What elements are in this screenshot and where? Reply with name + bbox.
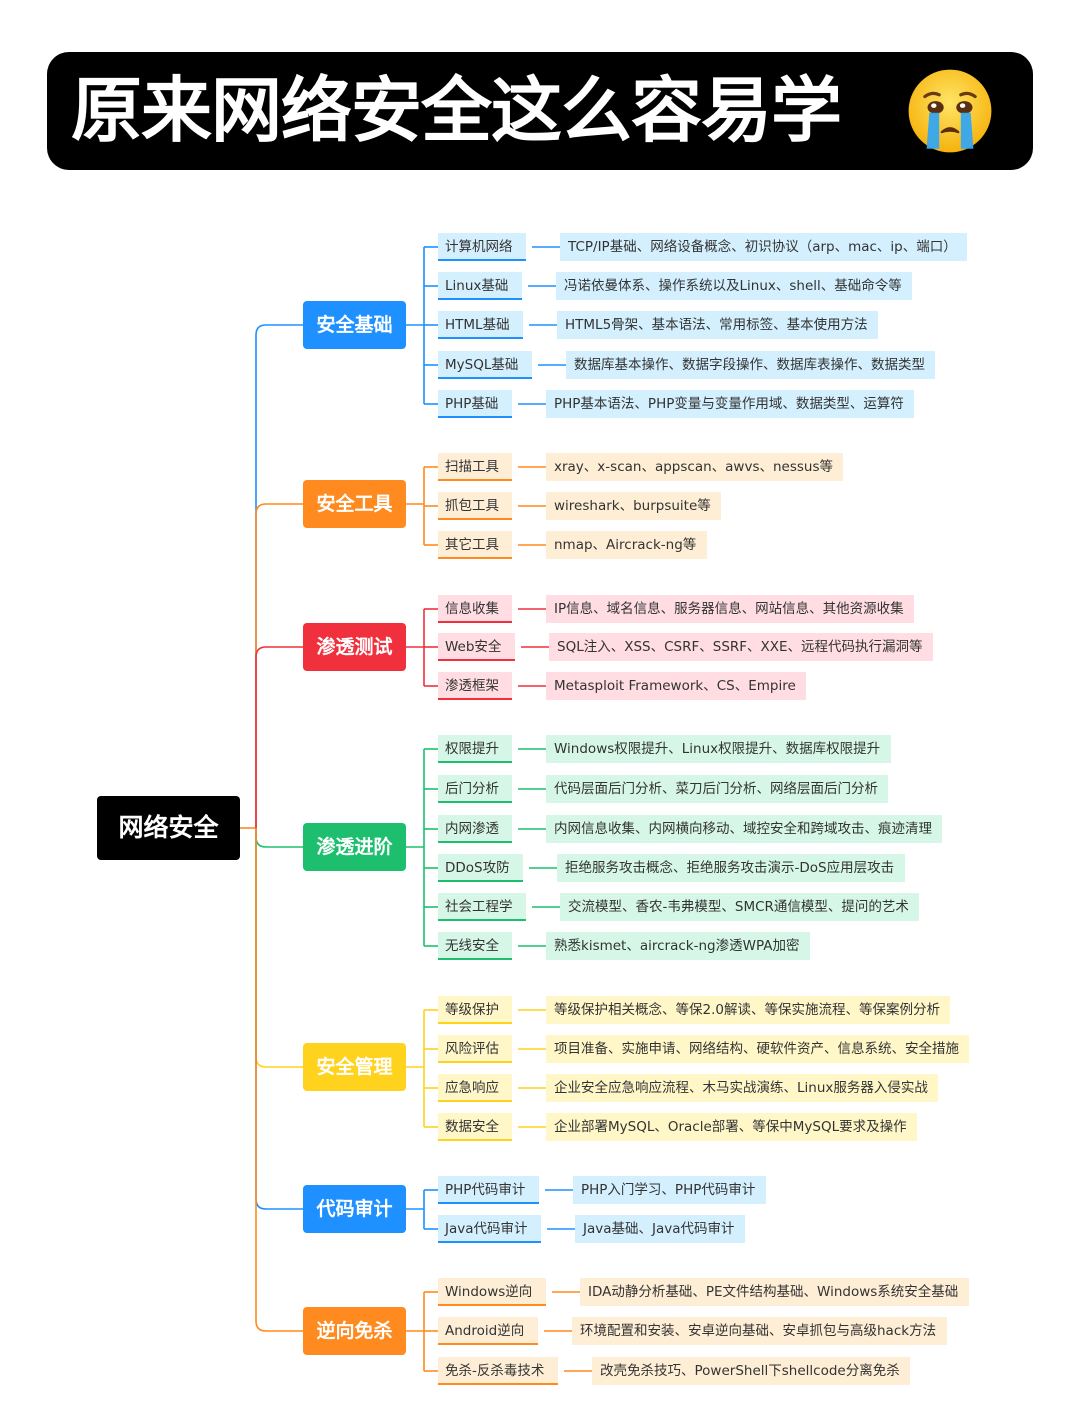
detail-node: TCP/IP基础、网络设备概念、初识协议（arp、mac、ip、端口） — [560, 233, 967, 261]
detail-node: 内网信息收集、内网横向移动、域控安全和跨域攻击、痕迹清理 — [546, 815, 942, 843]
topic-node: 扫描工具 — [438, 453, 512, 481]
topic-node: PHP代码审计 — [438, 1176, 539, 1204]
branch-node: 渗透测试 — [303, 623, 406, 671]
detail-node: 交流模型、香农-韦弗模型、SMCR通信模型、提问的艺术 — [560, 893, 919, 921]
topic-node: 信息收集 — [438, 595, 512, 623]
topic-node: 后门分析 — [438, 775, 512, 803]
detail-node: PHP入门学习、PHP代码审计 — [573, 1176, 766, 1204]
trunk-connector — [255, 503, 303, 828]
branch-node: 逆向免杀 — [303, 1307, 406, 1355]
detail-node: 企业安全应急响应流程、木马实战演练、Linux服务器入侵实战 — [546, 1074, 938, 1102]
detail-node: 数据库基本操作、数据字段操作、数据库表操作、数据类型 — [566, 351, 935, 379]
topic-node: 无线安全 — [438, 932, 512, 960]
detail-node: IP信息、域名信息、服务器信息、网站信息、其他资源收集 — [546, 595, 914, 623]
topic-node: 权限提升 — [438, 735, 512, 763]
topic-node: 等级保护 — [438, 996, 512, 1024]
detail-node: SQL注入、XSS、CSRF、SSRF、XXE、远程代码执行漏洞等 — [549, 633, 933, 661]
detail-node: 冯诺依曼体系、操作系统以及Linux、shell、基础命令等 — [556, 272, 912, 300]
branch-node: 代码审计 — [303, 1185, 406, 1233]
detail-node: 等级保护相关概念、等保2.0解读、等保实施流程、等保案例分析 — [546, 996, 950, 1024]
topic-node: Android逆向 — [438, 1317, 538, 1345]
detail-node: 项目准备、实施申请、网络结构、硬软件资产、信息系统、安全措施 — [546, 1035, 969, 1063]
topic-node: 渗透框架 — [438, 672, 512, 700]
topic-node: 免杀-反杀毒技术 — [438, 1357, 558, 1385]
topic-node: MySQL基础 — [438, 351, 532, 379]
root-node: 网络安全 — [97, 796, 240, 860]
detail-node: IDA动静分析基础、PE文件结构基础、Windows系统安全基础 — [580, 1278, 969, 1306]
topic-node: DDoS攻防 — [438, 854, 523, 882]
crying-face-icon — [908, 69, 992, 153]
topic-node: 应急响应 — [438, 1074, 512, 1102]
detail-node: 代码层面后门分析、菜刀后门分析、网络层面后门分析 — [546, 775, 888, 803]
detail-node: Windows权限提升、Linux权限提升、数据库权限提升 — [546, 735, 891, 763]
branch-node: 渗透进阶 — [303, 823, 406, 871]
topic-node: 数据安全 — [438, 1113, 512, 1141]
branch-node: 安全基础 — [303, 301, 406, 349]
topic-node: PHP基础 — [438, 390, 512, 418]
detail-node: 改壳免杀技巧、PowerShell下shellcode分离免杀 — [592, 1357, 910, 1385]
topic-node: Java代码审计 — [438, 1215, 541, 1243]
trunk-connector — [255, 828, 303, 1332]
page-title: 原来网络安全这么容易学 — [71, 69, 842, 152]
topic-node: 社会工程学 — [438, 893, 526, 921]
topic-node: 计算机网络 — [438, 233, 526, 261]
branch-node: 安全管理 — [303, 1043, 406, 1091]
topic-node: 抓包工具 — [438, 492, 512, 520]
topic-node: Linux基础 — [438, 272, 522, 300]
detail-node: 企业部署MySQL、Oracle部署、等保中MySQL要求及操作 — [546, 1113, 917, 1141]
detail-node: 拒绝服务攻击概念、拒绝服务攻击演示-DoS应用层攻击 — [557, 854, 905, 882]
title-banner: 原来网络安全这么容易学 — [47, 52, 1033, 170]
branch-node: 安全工具 — [303, 480, 406, 528]
detail-node: PHP基本语法、PHP变量与变量作用域、数据类型、运算符 — [546, 390, 914, 418]
trunk-connector — [255, 646, 303, 828]
detail-node: wireshark、burpsuite等 — [546, 492, 721, 520]
detail-node: Java基础、Java代码审计 — [575, 1215, 745, 1243]
topic-node: 风险评估 — [438, 1035, 512, 1063]
topic-node: 内网渗透 — [438, 815, 512, 843]
detail-node: HTML5骨架、基本语法、常用标签、基本使用方法 — [557, 311, 878, 339]
trunk-connector — [255, 324, 303, 828]
topic-node: 其它工具 — [438, 531, 512, 559]
detail-node: 熟悉kismet、aircrack-ng渗透WPA加密 — [546, 932, 810, 960]
detail-node: xray、x-scan、appscan、awvs、nessus等 — [546, 453, 843, 481]
detail-node: Metasploit Framework、CS、Empire — [546, 672, 806, 700]
detail-node: nmap、Aircrack-ng等 — [546, 531, 707, 559]
detail-node: 环境配置和安装、安卓逆向基础、安卓抓包与高级hack方法 — [572, 1317, 947, 1345]
topic-node: Web安全 — [438, 633, 515, 661]
topic-node: Windows逆向 — [438, 1278, 546, 1306]
topic-node: HTML基础 — [438, 311, 523, 339]
